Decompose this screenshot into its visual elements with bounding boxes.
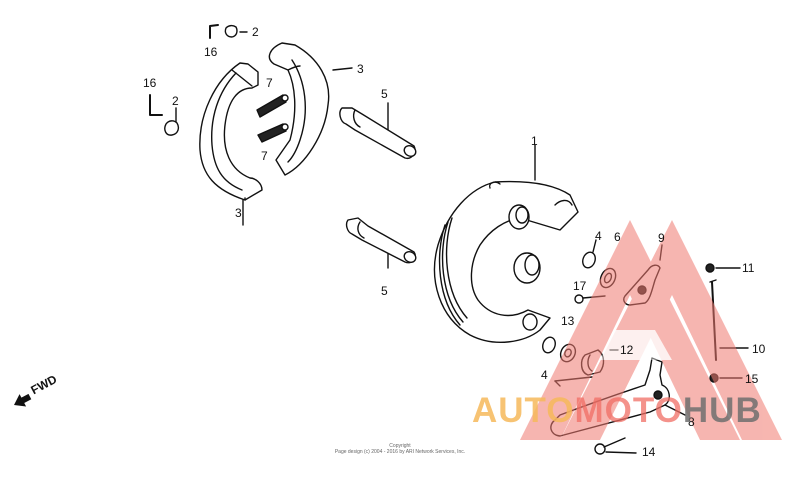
brake-shoe-right[interactable] xyxy=(268,42,353,176)
fwd-arrow-icon xyxy=(14,393,32,407)
callout-17[interactable]: 17 xyxy=(573,279,587,293)
oil-seal-4-lower[interactable] xyxy=(541,335,558,354)
callout-4-lower[interactable]: 4 xyxy=(541,368,548,382)
pin-16-upper[interactable] xyxy=(209,24,219,39)
callout-6[interactable]: 6 xyxy=(614,230,621,244)
watermark-hub: HUB xyxy=(682,391,762,430)
callout-1[interactable]: 1 xyxy=(531,134,538,148)
callout-2-left[interactable]: 2 xyxy=(172,94,179,108)
callout-7-upper[interactable]: 7 xyxy=(266,76,273,90)
watermark-logo-triangles xyxy=(520,220,782,440)
cap-2-upper[interactable] xyxy=(224,24,248,38)
callout-4-upper[interactable]: 4 xyxy=(595,229,602,243)
callout-16-left[interactable]: 16 xyxy=(143,76,157,90)
brake-spring-upper[interactable] xyxy=(256,94,289,118)
callout-2-upper[interactable]: 2 xyxy=(252,25,259,39)
callout-15[interactable]: 15 xyxy=(745,372,759,386)
callout-5-lower[interactable]: 5 xyxy=(381,284,388,298)
copyright-line-2: Page design (c) 2004 - 2016 by ARI Netwo… xyxy=(334,449,466,455)
cam-shaft-upper[interactable] xyxy=(339,107,418,159)
callout-8[interactable]: 8 xyxy=(688,415,695,429)
nut-11[interactable] xyxy=(705,263,741,273)
callout-10[interactable]: 10 xyxy=(752,342,766,356)
cap-2-left[interactable] xyxy=(164,107,180,136)
callout-5-upper[interactable]: 5 xyxy=(381,87,388,101)
callout-7-lower[interactable]: 7 xyxy=(261,149,268,163)
callout-14[interactable]: 14 xyxy=(642,445,656,459)
callout-11[interactable]: 11 xyxy=(742,261,755,275)
bolt-14[interactable] xyxy=(594,437,637,455)
callout-13[interactable]: 13 xyxy=(561,314,575,328)
callout-9[interactable]: 9 xyxy=(658,231,665,245)
watermark-moto: MOTO xyxy=(574,391,683,430)
oil-seal-4-upper[interactable] xyxy=(581,239,598,270)
callout-3-upper[interactable]: 3 xyxy=(357,62,364,76)
pin-16-left[interactable] xyxy=(149,94,163,116)
copyright-notice: Copyright Page design (c) 2004 - 2016 by… xyxy=(310,443,490,455)
brake-panel[interactable] xyxy=(433,180,579,343)
watermark-text: AUTOMOTOHUB xyxy=(472,393,762,428)
copyright-line-1: Copyright xyxy=(389,443,411,449)
callout-12[interactable]: 12 xyxy=(620,343,634,357)
brake-shoe-left[interactable] xyxy=(199,62,263,201)
callout-3-lower[interactable]: 3 xyxy=(235,206,242,220)
callout-16-upper[interactable]: 16 xyxy=(204,45,218,59)
brake-spring-lower[interactable] xyxy=(257,123,289,143)
cam-shaft-lower[interactable] xyxy=(345,217,418,264)
watermark-auto: AUTO xyxy=(472,391,575,430)
